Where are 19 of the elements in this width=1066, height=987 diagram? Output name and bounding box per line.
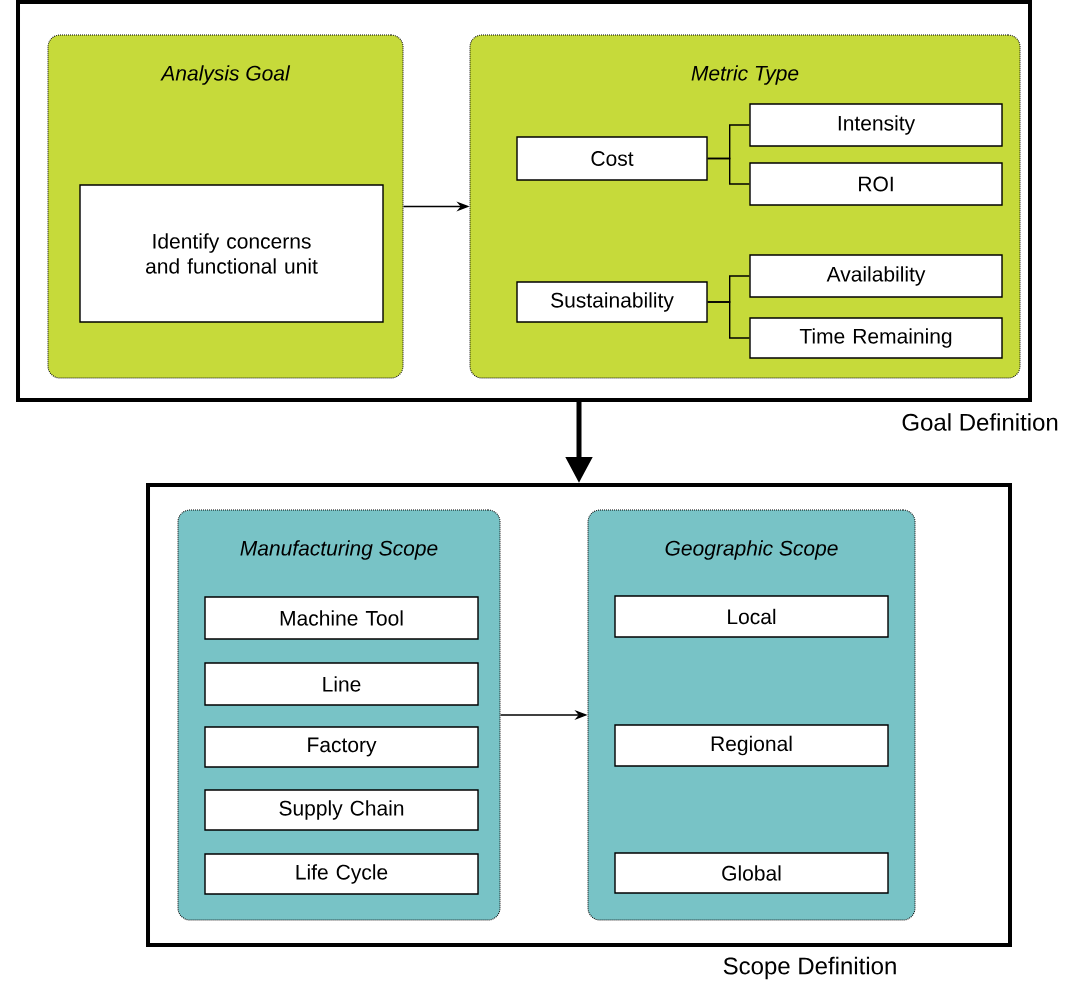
item-box: Identify concerns and functional unit	[79, 184, 384, 323]
connector	[707, 301, 750, 339]
item-box: Machine Tool	[204, 596, 479, 640]
item-box: Regional	[614, 724, 889, 767]
item-box: ROI	[749, 162, 1003, 206]
connector	[707, 157, 750, 185]
item-box: Time Remaining	[749, 317, 1003, 359]
item-box: Cost	[516, 136, 708, 181]
item-box: Factory	[204, 726, 479, 768]
item-box: Sustainability	[516, 281, 708, 323]
item-box: Supply Chain	[204, 789, 479, 831]
item-box: Local	[614, 595, 889, 638]
item-box: Life Cycle	[204, 853, 479, 895]
item-box: Intensity	[749, 103, 1003, 147]
item-box: Line	[204, 662, 479, 706]
item-box: Availability	[749, 254, 1003, 298]
node-label: Scope Definition	[723, 956, 896, 980]
item-box: Global	[614, 852, 889, 894]
node-label: Goal Definition	[902, 413, 1058, 431]
